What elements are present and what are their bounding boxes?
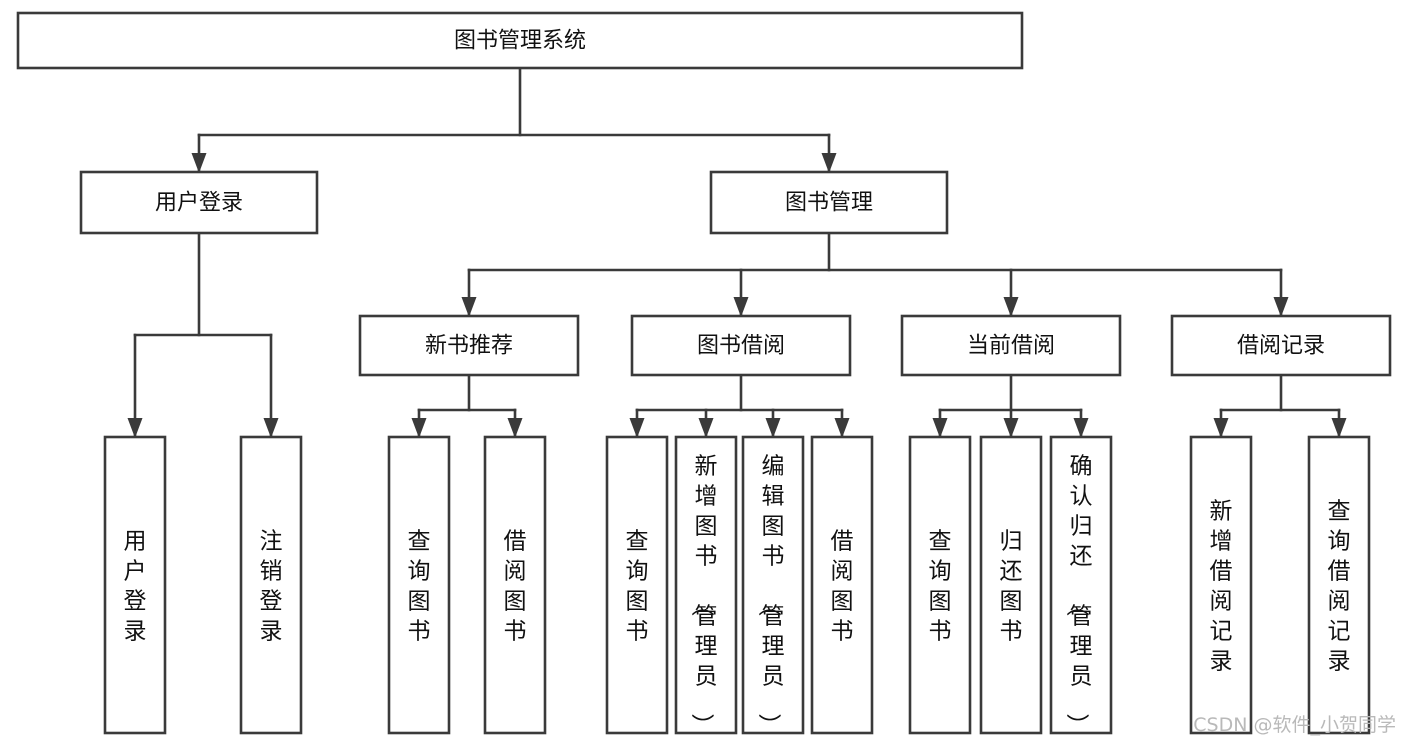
arrow-icon-leaf-query-book-borrow — [629, 418, 645, 438]
node-leaf-return-book[interactable]: 归还图书 — [979, 435, 1043, 735]
node-label-leaf-query-book-borrow: 查询图书 — [626, 528, 649, 644]
node-box-leaf-add-book-admin — [674, 435, 738, 735]
arrow-icon-current-borrow — [1003, 297, 1019, 317]
node-box-leaf-confirm-return-admin — [1049, 435, 1113, 735]
arrow-icon-leaf-borrow-book-recommend — [507, 418, 523, 438]
node-label-borrow-record: 借阅记录 — [1237, 334, 1325, 359]
node-borrow-record[interactable]: 借阅记录 — [1170, 314, 1392, 377]
arrow-icon-leaf-confirm-return-admin — [1073, 418, 1089, 438]
arrow-icon-leaf-edit-book-admin — [765, 418, 781, 438]
node-leaf-add-borrow-record[interactable]: 新增借阅记录 — [1189, 435, 1253, 735]
node-box-current-borrow — [900, 314, 1122, 377]
node-label-leaf-add-book-admin: 新增图书（管理员） — [689, 453, 718, 736]
node-box-leaf-borrow-book-recommend — [483, 435, 547, 735]
node-box-leaf-return-book — [979, 435, 1043, 735]
node-box-new-book-recommend — [358, 314, 580, 377]
arrow-icon-new-book-recommend — [461, 297, 477, 317]
arrow-icon-leaf-user-login — [127, 418, 143, 438]
arrow-icon-leaf-return-book — [1003, 418, 1019, 438]
arrow-icon-user-login — [191, 153, 207, 173]
node-leaf-edit-book-admin[interactable]: 编辑图书（管理员） — [741, 435, 805, 736]
arrow-icon-leaf-query-book-recommend — [411, 418, 427, 438]
node-label-root: 图书管理系统 — [454, 29, 586, 54]
node-label-leaf-query-book-current: 查询图书 — [929, 528, 952, 644]
node-leaf-query-book-current[interactable]: 查询图书 — [908, 435, 972, 735]
node-box-leaf-logout — [239, 435, 303, 735]
arrow-icon-borrow-record — [1273, 297, 1289, 317]
node-new-book-recommend[interactable]: 新书推荐 — [358, 314, 580, 377]
node-layer: 图书管理系统用户登录图书管理新书推荐图书借阅当前借阅借阅记录用户登录注销登录查询… — [16, 11, 1392, 736]
node-label-leaf-add-borrow-record: 新增借阅记录 — [1210, 498, 1233, 674]
node-label-book-management: 图书管理 — [785, 191, 873, 216]
node-label-leaf-borrow-book: 借阅图书 — [831, 528, 854, 644]
node-leaf-add-book-admin[interactable]: 新增图书（管理员） — [674, 435, 738, 736]
node-current-borrow[interactable]: 当前借阅 — [900, 314, 1122, 377]
arrow-icon-leaf-add-borrow-record — [1213, 418, 1229, 438]
arrow-icon-leaf-query-borrow-record — [1331, 418, 1347, 438]
node-label-leaf-query-book-recommend: 查询图书 — [408, 528, 431, 644]
node-label-book-borrow: 图书借阅 — [697, 334, 785, 359]
arrow-icon-leaf-logout — [263, 418, 279, 438]
node-box-leaf-query-book-borrow — [605, 435, 669, 735]
node-root[interactable]: 图书管理系统 — [16, 11, 1024, 70]
node-box-leaf-user-login — [103, 435, 167, 735]
node-label-leaf-edit-book-admin: 编辑图书（管理员） — [756, 453, 785, 736]
node-book-borrow[interactable]: 图书借阅 — [630, 314, 852, 377]
node-box-borrow-record — [1170, 314, 1392, 377]
node-label-leaf-query-borrow-record: 查询借阅记录 — [1328, 498, 1351, 674]
node-label-user-login: 用户登录 — [155, 191, 243, 216]
node-leaf-user-login[interactable]: 用户登录 — [103, 435, 167, 735]
node-box-leaf-query-borrow-record — [1307, 435, 1371, 735]
node-user-login[interactable]: 用户登录 — [79, 170, 319, 235]
node-book-management[interactable]: 图书管理 — [709, 170, 949, 235]
node-leaf-borrow-book[interactable]: 借阅图书 — [810, 435, 874, 735]
arrow-icon-book-management — [821, 153, 837, 173]
node-label-leaf-borrow-book-recommend: 借阅图书 — [504, 528, 527, 644]
node-box-book-management — [709, 170, 949, 235]
node-leaf-query-borrow-record[interactable]: 查询借阅记录 — [1307, 435, 1371, 735]
arrow-icon-leaf-query-book-current — [932, 418, 948, 438]
node-box-book-borrow — [630, 314, 852, 377]
arrow-icon-leaf-borrow-book — [834, 418, 850, 438]
node-box-leaf-borrow-book — [810, 435, 874, 735]
node-label-current-borrow: 当前借阅 — [967, 334, 1055, 359]
arrow-icon-leaf-add-book-admin — [698, 418, 714, 438]
node-box-user-login — [79, 170, 319, 235]
node-box-leaf-edit-book-admin — [741, 435, 805, 735]
node-box-root — [16, 11, 1024, 70]
node-label-leaf-confirm-return-admin: 确认归还（管理员） — [1064, 453, 1093, 736]
node-leaf-logout[interactable]: 注销登录 — [239, 435, 303, 735]
watermark-label: CSDN @软件_小贺同学 — [1193, 714, 1396, 736]
node-box-leaf-query-book-current — [908, 435, 972, 735]
node-leaf-query-book-recommend[interactable]: 查询图书 — [387, 435, 451, 735]
connector-layer — [127, 66, 1347, 439]
node-leaf-query-book-borrow[interactable]: 查询图书 — [605, 435, 669, 735]
node-box-leaf-query-book-recommend — [387, 435, 451, 735]
node-label-new-book-recommend: 新书推荐 — [425, 334, 513, 359]
node-leaf-borrow-book-recommend[interactable]: 借阅图书 — [483, 435, 547, 735]
arrow-icon-book-borrow — [733, 297, 749, 317]
node-label-leaf-logout: 注销登录 — [260, 528, 283, 644]
node-leaf-confirm-return-admin[interactable]: 确认归还（管理员） — [1049, 435, 1113, 736]
node-box-leaf-add-borrow-record — [1189, 435, 1253, 735]
node-label-leaf-user-login: 用户登录 — [124, 528, 147, 644]
node-label-leaf-return-book: 归还图书 — [1000, 528, 1023, 644]
